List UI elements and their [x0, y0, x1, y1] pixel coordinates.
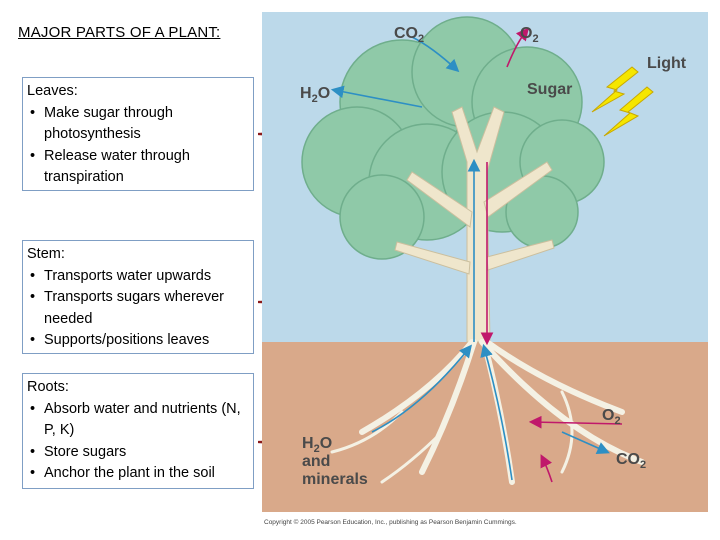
roots-heading: Roots:: [27, 377, 249, 399]
page-title: MAJOR PARTS OF A PLANT:: [18, 24, 220, 41]
stem-textbox: Stem: Transports water upwards Transport…: [22, 240, 254, 354]
list-item: Transports sugars wherever needed: [27, 287, 249, 330]
and-label: and: [302, 453, 330, 470]
list-item: Store sugars: [27, 442, 249, 464]
list-item: Anchor the plant in the soil: [27, 463, 249, 485]
list-item: Transports water upwards: [27, 266, 249, 288]
list-item: Release water through transpiration: [27, 146, 249, 189]
sugar-label: Sugar: [527, 81, 572, 98]
list-item: Make sugar through photosynthesis: [27, 103, 249, 146]
list-item: Supports/positions leaves: [27, 330, 249, 352]
plant-diagram: CO2 O2 Light H2O Sugar O2 CO2 H2O and mi…: [262, 12, 708, 528]
light-label: Light: [647, 55, 687, 72]
stem-list: Transports water upwards Transports suga…: [27, 266, 249, 352]
roots-textbox: Roots: Absorb water and nutrients (N, P,…: [22, 373, 254, 489]
copyright-text: Copyright © 2005 Pearson Education, Inc.…: [264, 518, 517, 526]
leaves-heading: Leaves:: [27, 81, 249, 103]
stem-heading: Stem:: [27, 244, 249, 266]
leaves-list: Make sugar through photosynthesis Releas…: [27, 103, 249, 189]
minerals-label: minerals: [302, 471, 368, 488]
list-item: Absorb water and nutrients (N, P, K): [27, 399, 249, 442]
roots-list: Absorb water and nutrients (N, P, K) Sto…: [27, 399, 249, 485]
leaves-textbox: Leaves: Make sugar through photosynthesi…: [22, 77, 254, 191]
